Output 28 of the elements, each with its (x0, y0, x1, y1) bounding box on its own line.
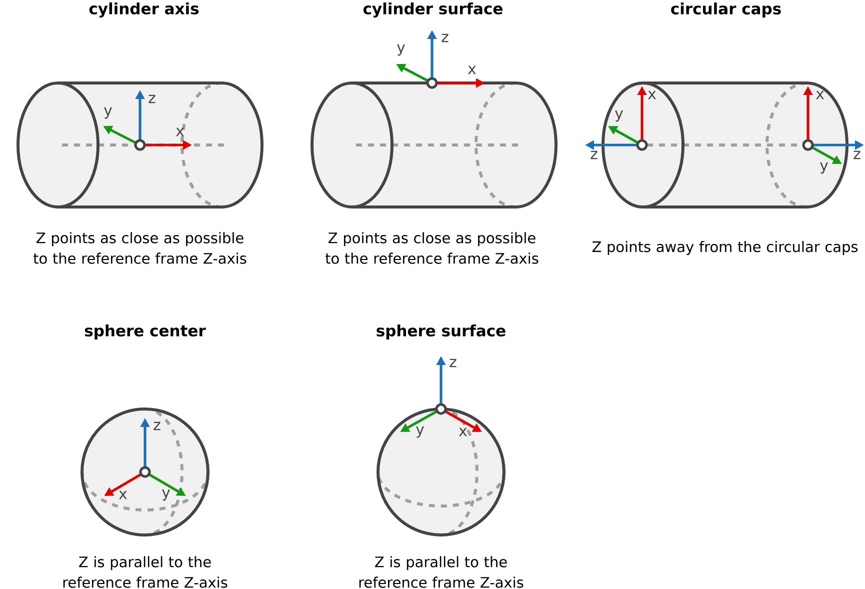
axis-label: y (397, 44, 405, 56)
axis-label: y (820, 162, 828, 174)
axis-label: x (119, 490, 127, 500)
caption: Z points as close as possible to the reference frame Z-axis (33, 232, 246, 264)
caption: Z points away from the circular caps (592, 240, 858, 255)
caption: Z is parallel to the reference frame Z-axis (359, 556, 524, 588)
panel-title: cylinder surface (363, 2, 502, 18)
caption: Z is parallel to the reference frame Z-axis (63, 556, 228, 588)
axis-label: y (416, 426, 424, 438)
axis-label: x (648, 90, 656, 100)
axis-label: z (854, 150, 860, 160)
axis-label: y (104, 107, 112, 119)
axis-label: z (590, 150, 598, 160)
caption: Z points as close as possible to the reference frame Z-axis (325, 232, 538, 264)
axis-label: x (459, 428, 467, 436)
axis-label: y (615, 110, 623, 122)
axis-label: x (468, 66, 476, 74)
axis-label: z (442, 34, 448, 42)
axis-label: x (176, 128, 184, 136)
axis-label: z (450, 358, 456, 368)
panel-title: sphere center (84, 324, 206, 340)
axis-label: z (154, 422, 160, 430)
panel-title: sphere surface (376, 324, 506, 340)
panel-title: cylinder axis (89, 2, 199, 18)
axis-label: z (148, 94, 156, 104)
axis-label: y (162, 489, 170, 501)
panel-title: circular caps (671, 2, 781, 18)
axis-label: x (816, 90, 824, 100)
